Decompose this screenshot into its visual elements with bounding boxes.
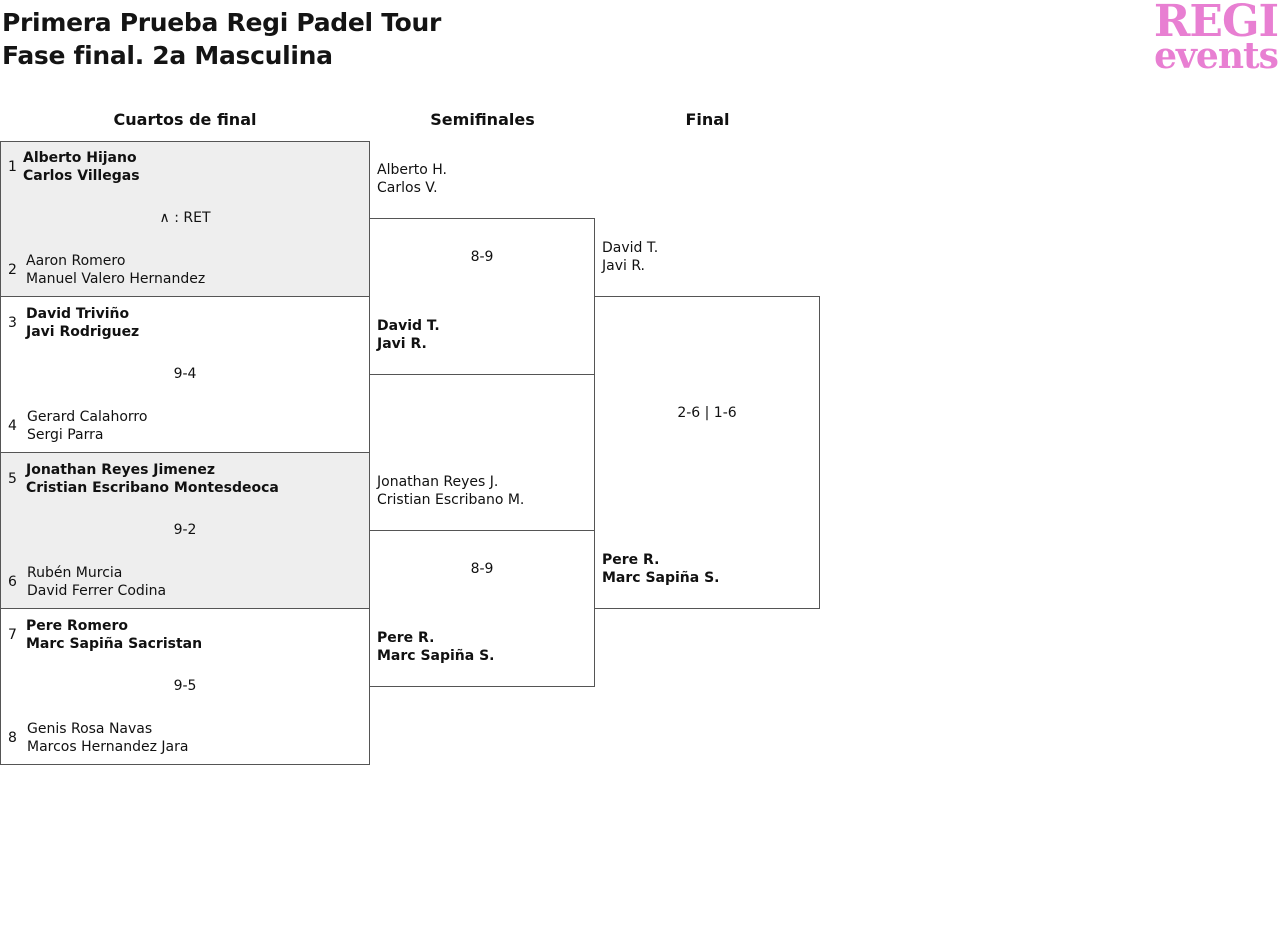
- player-name: Rubén Murcia: [27, 565, 123, 581]
- player-name: Gerard Calahorro: [27, 409, 148, 425]
- final-match: [594, 296, 820, 609]
- team-winner: Jonathan Reyes Jimenez Cristian Escriban…: [26, 461, 279, 497]
- seed-number: 8: [8, 730, 17, 746]
- team-winner: Pere R. Marc Sapiña S.: [602, 551, 720, 587]
- seed-number: 5: [8, 471, 17, 487]
- player-name: Marc Sapiña S.: [602, 570, 720, 586]
- match-score: 9-5: [173, 678, 197, 694]
- page-title: Primera Prueba Regi Padel Tour: [2, 8, 442, 37]
- player-name: David T.: [602, 240, 659, 256]
- player-name: David Ferrer Codina: [27, 583, 167, 599]
- seed-number: 3: [8, 315, 17, 331]
- player-name: Marc Sapiña S.: [377, 648, 495, 664]
- team-loser: Alberto H. Carlos V.: [377, 161, 447, 197]
- player-name: Cristian Escribano Montesdeoca: [26, 480, 279, 496]
- player-name: Marc Sapiña Sacristan: [26, 636, 203, 652]
- player-name: Pere R.: [377, 630, 435, 646]
- team-loser: David T. Javi R.: [602, 239, 658, 275]
- match-score: 8-9: [470, 561, 494, 577]
- player-name: David T.: [377, 318, 440, 334]
- player-name: Manuel Valero Hernandez: [26, 271, 206, 287]
- player-name: Javi Rodriguez: [26, 324, 140, 340]
- logo-text-bottom: events: [1154, 35, 1279, 77]
- team-loser: Genis Rosa Navas Marcos Hernandez Jara: [27, 720, 188, 756]
- player-name: Genis Rosa Navas: [27, 721, 153, 737]
- seed-number: 2: [8, 262, 17, 278]
- regi-events-logo: REGI events: [1152, 0, 1280, 74]
- match-score: 9-4: [173, 366, 197, 382]
- column-header-semis: Semifinales: [430, 110, 535, 129]
- column-header-final: Final: [685, 110, 730, 129]
- match-score: 8-9: [470, 249, 494, 265]
- team-loser: Gerard Calahorro Sergi Parra: [27, 408, 147, 444]
- team-loser: Rubén Murcia David Ferrer Codina: [27, 564, 166, 600]
- team-winner: David Triviño Javi Rodriguez: [26, 305, 139, 341]
- page-subtitle: Fase final. 2a Masculina: [2, 41, 333, 70]
- match-score: 9-2: [173, 522, 197, 538]
- seed-number: 7: [8, 627, 17, 643]
- match-score: ∧ : RET: [159, 210, 211, 226]
- player-name: Aaron Romero: [26, 253, 126, 269]
- logo-text-top: REGI: [1153, 0, 1279, 47]
- team-winner: Pere R. Marc Sapiña S.: [377, 629, 495, 665]
- player-name: Javi R.: [602, 258, 646, 274]
- player-name: Javi R.: [377, 336, 427, 352]
- player-name: Sergi Parra: [27, 427, 104, 443]
- column-header-quarters: Cuartos de final: [113, 110, 257, 129]
- team-loser: Aaron Romero Manuel Valero Hernandez: [26, 252, 205, 288]
- player-name: Pere Romero: [26, 618, 129, 634]
- seed-number: 1: [8, 159, 17, 175]
- player-name: Carlos V.: [377, 180, 438, 196]
- match-score: 2-6 | 1-6: [677, 405, 737, 421]
- seed-number: 4: [8, 418, 17, 434]
- player-name: Jonathan Reyes J.: [377, 474, 499, 490]
- team-loser: Jonathan Reyes J. Cristian Escribano M.: [377, 473, 524, 509]
- player-name: Alberto Hijano: [23, 150, 137, 166]
- player-name: Marcos Hernandez Jara: [27, 739, 189, 755]
- player-name: Pere R.: [602, 552, 660, 568]
- player-name: Jonathan Reyes Jimenez: [26, 462, 215, 478]
- quarterfinal-match-1: [0, 141, 370, 297]
- team-winner: Pere Romero Marc Sapiña Sacristan: [26, 617, 202, 653]
- player-name: David Triviño: [26, 306, 130, 322]
- player-name: Carlos Villegas: [23, 168, 140, 184]
- player-name: Alberto H.: [377, 162, 447, 178]
- player-name: Cristian Escribano M.: [377, 492, 525, 508]
- seed-number: 6: [8, 574, 17, 590]
- team-winner: David T. Javi R.: [377, 317, 440, 353]
- team-winner: Alberto Hijano Carlos Villegas: [23, 149, 140, 185]
